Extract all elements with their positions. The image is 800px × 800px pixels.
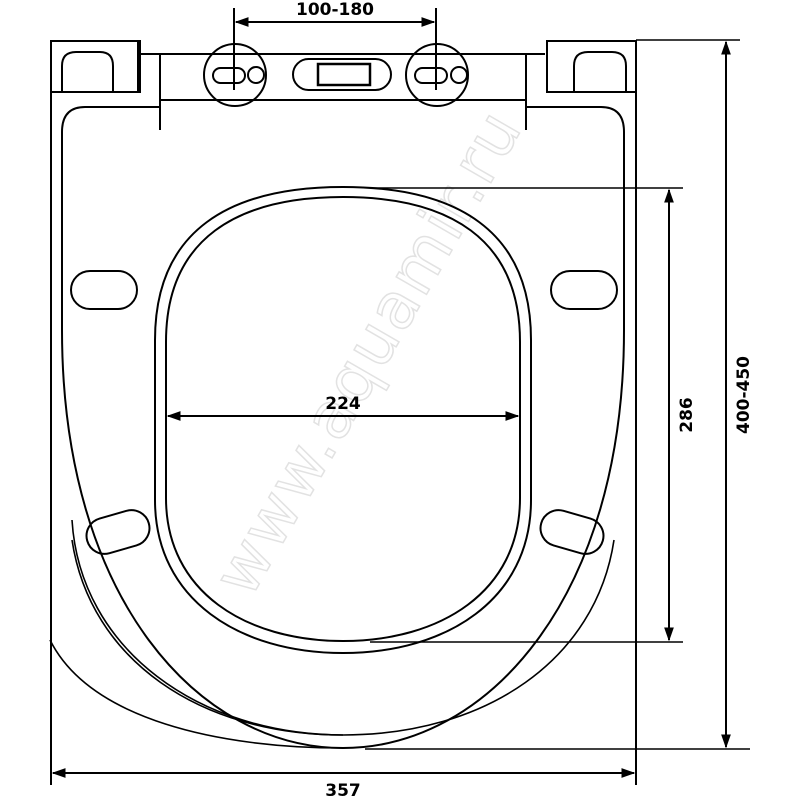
- corner-lug-left: [50, 40, 141, 785]
- dimension-inner-length: 286: [370, 187, 697, 643]
- inner-width-label: 224: [325, 394, 361, 414]
- dimension-total-width: 357: [51, 768, 636, 800]
- hinge-bar: [140, 53, 545, 130]
- bumper-lower-left: [85, 509, 151, 555]
- watermark: www.aquamir.ru: [199, 97, 538, 609]
- hinge-spacing-label: 100-180: [296, 0, 374, 20]
- dimension-total-length: 400-450: [365, 39, 754, 750]
- total-length-label: 400-450: [734, 356, 754, 434]
- bumper-lower-right: [539, 509, 605, 555]
- dimension-inner-width: 224: [166, 394, 520, 421]
- seat-opening: [154, 185, 532, 655]
- dimension-hinge-spacing: 100-180: [233, 0, 437, 90]
- quick-release-button: [292, 58, 392, 91]
- bumper-upper-left: [70, 270, 138, 310]
- bumpers: [70, 270, 618, 555]
- corner-lug-right: [546, 40, 637, 785]
- svg-text:www.aquamir.ru: www.aquamir.ru: [200, 97, 538, 608]
- total-width-label: 357: [325, 781, 361, 800]
- bumper-upper-right: [550, 270, 618, 310]
- seat-lid-curve: [71, 519, 344, 736]
- inner-length-label: 286: [677, 397, 697, 433]
